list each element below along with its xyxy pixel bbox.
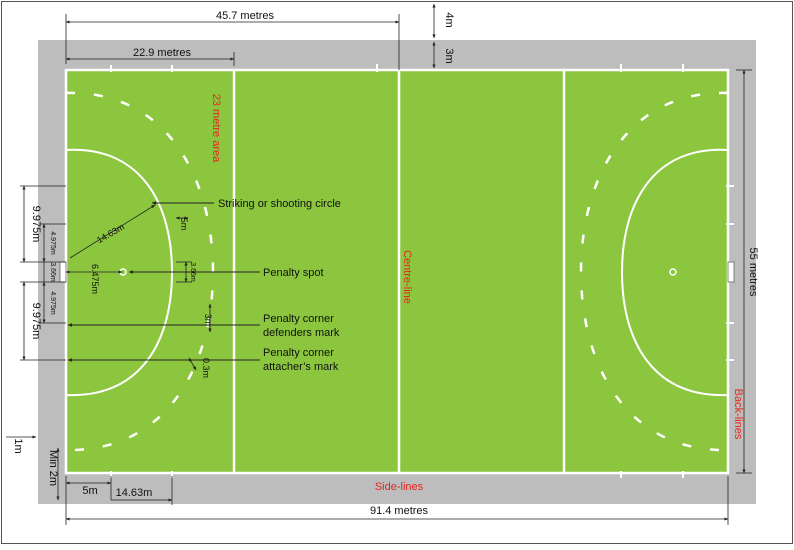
quarter-length-label: 22.9 metres [133,47,192,59]
callout-leaders [67,201,260,362]
left-4-975-bottom-label: 4.975m [49,291,56,315]
left-dimension-lines [20,185,66,361]
field-turf [66,70,728,473]
half-length-label: 45.7 metres [216,10,275,22]
side-lines-label: Side-lines [375,481,424,493]
width-label: 55 metres [747,248,759,297]
right-shooting-circle [620,148,728,397]
side-marks [110,64,734,478]
penalty-spot-callout: Penalty spot [263,267,324,279]
top-dimension-lines [65,3,436,70]
min-2m-label: Min 2m [47,450,59,486]
right-broken-circle [579,91,728,452]
right-goal [727,261,735,283]
right-penalty-spot [669,268,677,276]
centre-line-label: Centre-line [401,250,413,304]
dist-3m-label: 3m [203,314,213,327]
left-broken-circle [66,91,215,452]
one-m-label: 1m [12,438,24,453]
left-3-66-label: 3.66m [49,262,56,282]
width-dimension [736,69,752,474]
left-goal [59,261,67,283]
runoff-3m-label: 3m [443,48,455,63]
bottom-5m-label: 5m [82,485,97,497]
dash-5m-label: 5m [179,218,189,231]
area-23m-label: 23 metre area [210,94,222,163]
bottom-14-63m-label: 14.63m [116,487,153,499]
back-lines-label: Back-lines [732,389,744,440]
pc-attacker-callout-line1: Penalty corner [263,347,334,359]
pc-attacker-callout-line2: attacher’s mark [263,361,339,373]
spot-6-475-label: 6.475m [90,264,100,294]
runoff-4m-label: 4m [443,12,455,27]
pc-defenders-callout-line2: defenders mark [263,327,340,339]
left-9-975-top-label: 9.975m [30,206,42,243]
left-9-975-bottom-label: 9.975m [30,303,42,340]
full-length-label: 91.4 metres [370,505,429,517]
bottom-left-dims [6,435,173,505]
pc-defenders-callout-line1: Penalty corner [263,313,334,325]
dist-0-3m-label: 0.3m [201,358,211,378]
left-4-975-top-label: 4.975m [49,231,56,255]
striking-circle-callout: Striking or shooting circle [218,198,341,210]
